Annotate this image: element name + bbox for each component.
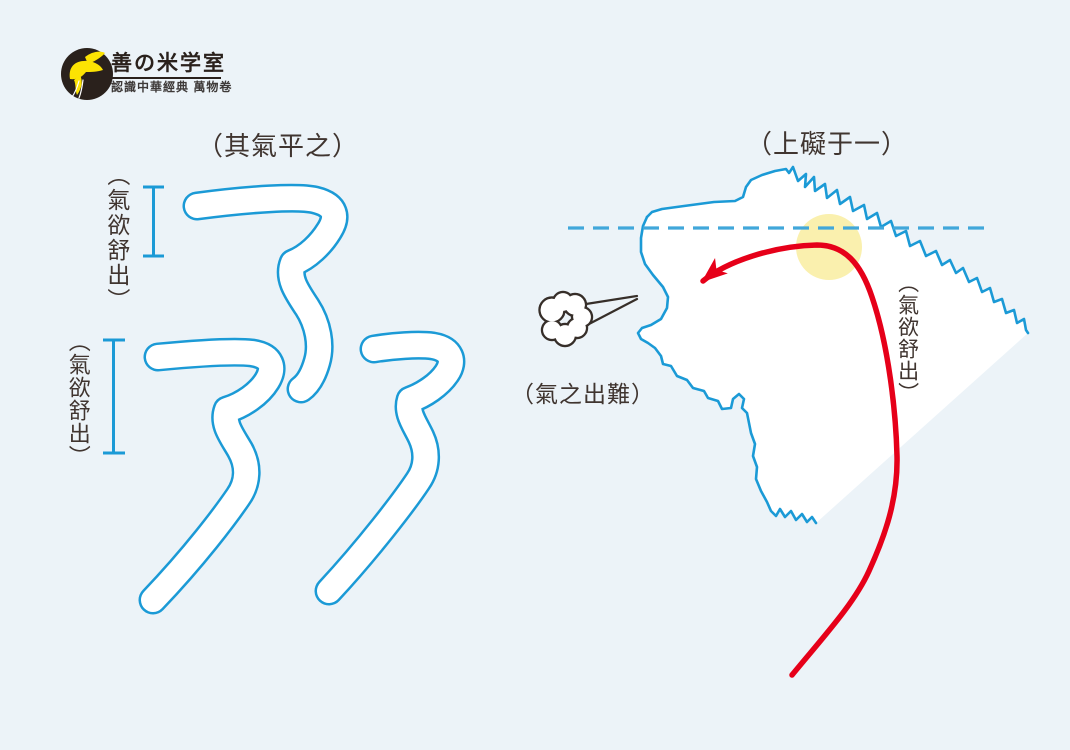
flow-arrow [700,242,900,678]
logo-circle [61,48,113,100]
seal-stroke-3 [314,330,466,606]
cloud-bump [543,321,561,339]
label-qi-release: （氣欲舒出） [895,272,919,404]
bird-icon [69,51,105,99]
label-qi-blocked: （氣之出難） [511,381,655,407]
left-diagram-title: （其氣平之） [197,131,360,161]
rock-fill [638,167,1028,523]
bracket-label-bottom: （氣欲舒出） [65,330,91,468]
rock-outline-top [645,165,1030,335]
bracket-bottom [103,338,125,455]
seal-stroke-2 [138,337,286,615]
right-diagram-title: （上礙于一） [746,129,909,159]
bracket-label-top: （氣欲舒出） [103,163,130,313]
puff-cloud-icon [538,290,594,348]
logo-subtitle: 認識中華經典 萬物卷 [111,80,233,94]
logo-divider [111,77,221,79]
bracket-top [143,185,164,258]
logo-title: 善の米学室 [111,50,226,75]
seal-stroke-1 [182,183,349,404]
rock-outline-left [636,215,818,525]
logo-mark [61,48,113,100]
puff-funnel [584,294,639,326]
